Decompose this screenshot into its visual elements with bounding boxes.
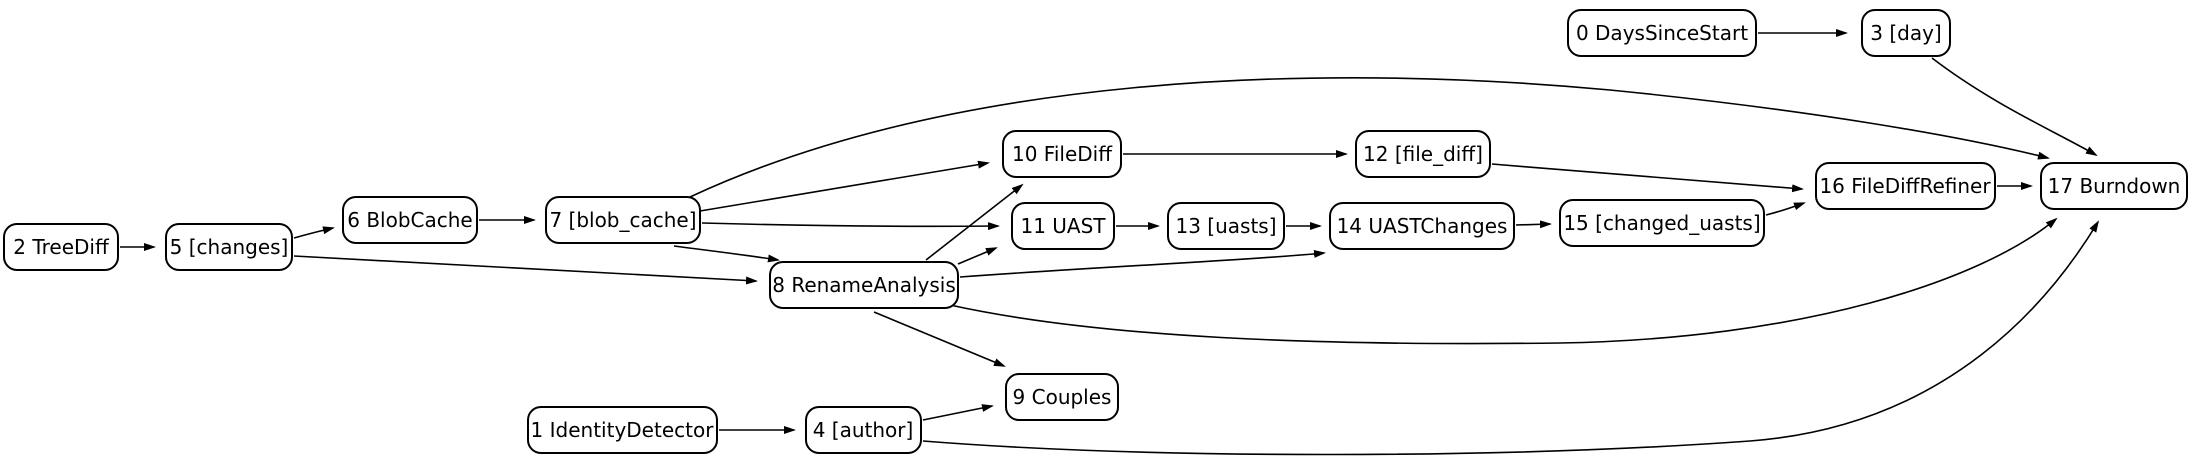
node-4-author: 4 [author] <box>805 406 922 454</box>
node-14-uast-changes: 14 UASTChanges <box>1329 202 1515 250</box>
edge-3-17 <box>1931 57 2098 156</box>
node-layer: 0 DaysSinceStart 3 [day] 2 TreeDiff 5 [c… <box>3 9 2188 454</box>
node-10-file-diff: 10 FileDiff <box>1002 130 1122 178</box>
node-9-couples: 9 Couples <box>1005 373 1119 421</box>
edge-8-17 <box>949 217 2058 345</box>
node-12-label: 12 [file_diff] <box>1363 142 1483 166</box>
node-8-label: 8 RenameAnalysis <box>772 273 956 297</box>
node-7-label: 7 [blob_cache] <box>549 208 696 232</box>
node-3-day: 3 [day] <box>1861 9 1951 57</box>
edge-layer <box>120 29 2100 456</box>
edge-8-11 <box>957 247 998 265</box>
node-5-label: 5 [changes] <box>170 235 289 259</box>
edge-5-6 <box>293 226 335 239</box>
node-1-label: 1 IdentityDetector <box>531 418 715 442</box>
edge-8-10 <box>925 183 1024 261</box>
edge-14-15 <box>1515 220 1552 229</box>
edge-15-16 <box>1765 202 1806 216</box>
node-7-blob-cache-item: 7 [blob_cache] <box>545 196 701 244</box>
node-8-rename-analysis: 8 RenameAnalysis <box>769 261 959 309</box>
node-5-changes: 5 [changes] <box>165 223 293 271</box>
node-13-uasts: 13 [uasts] <box>1167 202 1285 250</box>
edge-5-8 <box>293 255 758 285</box>
edge-4-17 <box>922 220 2100 456</box>
node-10-label: 10 FileDiff <box>1012 142 1113 166</box>
edge-7-8 <box>673 245 780 263</box>
edge-8-14 <box>959 249 1326 278</box>
node-17-burndown: 17 Burndown <box>2040 162 2188 210</box>
node-17-label: 17 Burndown <box>2048 174 2181 198</box>
edge-7-10 <box>699 160 990 212</box>
node-4-label: 4 [author] <box>813 418 914 442</box>
edge-4-9 <box>922 404 994 421</box>
node-13-label: 13 [uasts] <box>1175 214 1276 238</box>
node-11-label: 11 UAST <box>1020 214 1106 238</box>
node-16-label: 16 FileDiffRefiner <box>1819 174 1991 198</box>
node-2-tree-diff: 2 TreeDiff <box>3 223 119 271</box>
node-3-label: 3 [day] <box>1870 21 1941 45</box>
node-2-label: 2 TreeDiff <box>13 235 110 259</box>
node-16-file-diff-refiner: 16 FileDiffRefiner <box>1815 162 1996 210</box>
node-6-blob-cache: 6 BlobCache <box>342 196 478 244</box>
node-15-changed-uasts: 15 [changed_uasts] <box>1559 199 1765 247</box>
node-11-uast: 11 UAST <box>1011 202 1115 250</box>
node-9-label: 9 Couples <box>1013 385 1112 409</box>
edge-7-17 <box>689 77 2050 198</box>
node-6-label: 6 BlobCache <box>347 208 473 232</box>
node-0-days-since-start: 0 DaysSinceStart <box>1567 9 1757 57</box>
node-15-label: 15 [changed_uasts] <box>1563 211 1760 235</box>
node-0-label: 0 DaysSinceStart <box>1576 21 1748 45</box>
node-12-file-diff-item: 12 [file_diff] <box>1355 130 1491 178</box>
edge-8-9 <box>873 311 1006 367</box>
node-1-identity-detector: 1 IdentityDetector <box>527 406 718 454</box>
node-14-label: 14 UASTChanges <box>1337 214 1508 238</box>
edge-12-16 <box>1491 163 1804 193</box>
edge-7-11 <box>701 222 1000 231</box>
